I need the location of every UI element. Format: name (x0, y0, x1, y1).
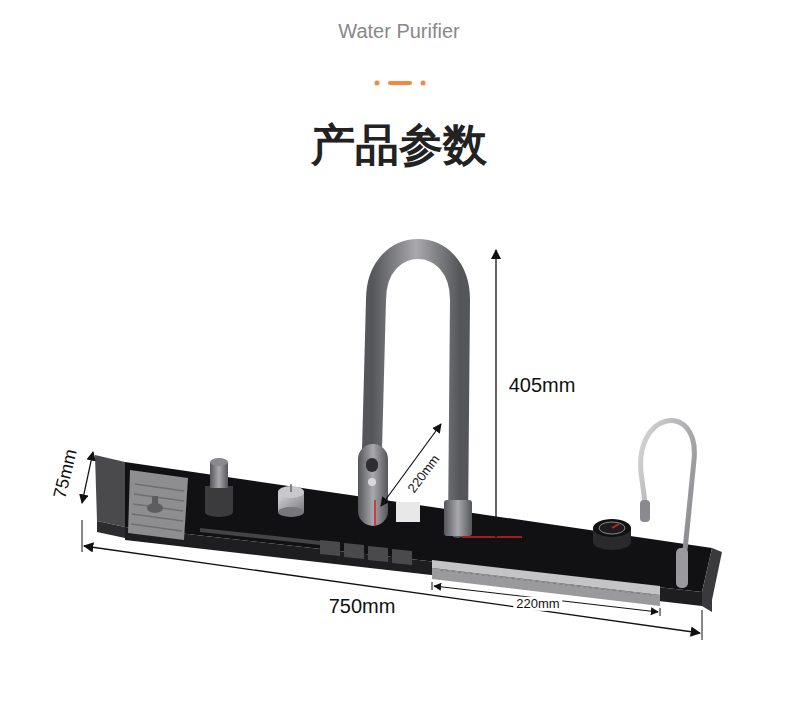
button-row (200, 528, 412, 565)
dimension-label: 750mm (326, 595, 399, 617)
dimension-label: 405mm (506, 374, 579, 396)
reference-mark (374, 500, 376, 526)
dimension-label: 220mm (405, 452, 443, 495)
dimension-line (84, 546, 700, 633)
extension-line (432, 582, 433, 590)
end-cap (97, 521, 125, 538)
extension-line (82, 520, 83, 552)
divider-mark (375, 81, 426, 86)
end-cap (702, 548, 722, 612)
dimension-line (82, 452, 93, 503)
control-knob (593, 519, 631, 550)
pull-out-sprayer (640, 421, 694, 588)
faucet (358, 249, 472, 536)
panel-front (125, 527, 702, 606)
page-title: 产品参数 (311, 121, 487, 169)
reference-mark (462, 536, 522, 538)
extension-line (702, 610, 703, 640)
subtitle: Water Purifier (338, 20, 460, 42)
dimension-label: 75mm (50, 447, 81, 500)
sink-panel (95, 455, 722, 612)
extension-line (660, 608, 661, 616)
dimension-line (434, 586, 658, 612)
soap-dispenser (205, 458, 233, 517)
drain-tray (128, 470, 188, 540)
end-cap (95, 455, 125, 527)
sticker (396, 502, 420, 522)
dimension-label: 220mm (513, 597, 562, 611)
dimension-line (495, 250, 496, 537)
round-knob (278, 484, 304, 517)
